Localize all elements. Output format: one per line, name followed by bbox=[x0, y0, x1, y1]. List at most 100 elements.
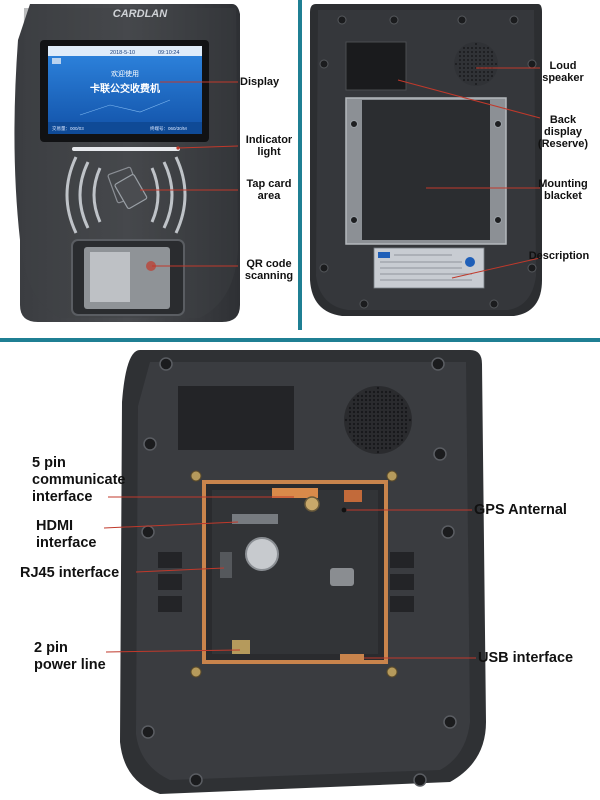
speaker-hole bbox=[475, 47, 477, 49]
indicator-callout-line1: Indicator bbox=[245, 134, 293, 146]
speaker-hole bbox=[372, 426, 376, 430]
speaker-hole bbox=[392, 414, 396, 418]
speaker-hole bbox=[479, 71, 481, 73]
speaker-hole bbox=[471, 71, 473, 73]
speaker-hole bbox=[376, 402, 380, 406]
speaker-hole bbox=[483, 51, 485, 53]
speaker-hole bbox=[384, 394, 388, 398]
speaker-hole bbox=[372, 438, 376, 442]
speaker-hole bbox=[491, 59, 493, 61]
speaker-hole bbox=[368, 406, 372, 410]
two-pin-line1: 2 pin bbox=[34, 640, 68, 656]
speaker-hole bbox=[487, 75, 489, 77]
speaker-hole bbox=[475, 43, 477, 45]
speaker-hole bbox=[360, 406, 364, 410]
speaker-hole bbox=[384, 402, 388, 406]
speaker-hole bbox=[364, 430, 368, 434]
two-pin-line2: power line bbox=[34, 657, 106, 673]
speaker-hole bbox=[487, 63, 489, 65]
speaker-hole bbox=[487, 55, 489, 57]
speaker-hole bbox=[344, 418, 348, 422]
speaker-hole bbox=[392, 406, 396, 410]
speaker-hole bbox=[392, 426, 396, 430]
speaker-hole bbox=[396, 398, 400, 402]
speaker-hole bbox=[380, 430, 384, 434]
speaker-hole bbox=[356, 442, 360, 446]
speaker-hole bbox=[364, 414, 368, 418]
speaker-hole bbox=[348, 430, 352, 434]
speaker-hole bbox=[463, 79, 465, 81]
speaker-hole bbox=[368, 398, 372, 402]
speaker-hole bbox=[463, 55, 465, 57]
speaker-hole bbox=[475, 71, 477, 73]
display-callout: Display bbox=[240, 76, 280, 88]
tap-callout-line1: Tap card bbox=[246, 178, 292, 190]
speaker-hole bbox=[376, 446, 380, 450]
speaker-hole bbox=[388, 394, 392, 398]
speaker-hole bbox=[376, 426, 380, 430]
speaker-hole bbox=[487, 79, 489, 81]
speaker-hole bbox=[364, 438, 368, 442]
speaker-hole bbox=[463, 47, 465, 49]
speaker-hole bbox=[491, 63, 493, 65]
speaker-hole bbox=[396, 406, 400, 410]
speaker-hole bbox=[376, 430, 380, 434]
speaker-hole bbox=[483, 47, 485, 49]
speaker-hole bbox=[396, 434, 400, 438]
speaker-hole bbox=[368, 390, 372, 394]
speaker-hole bbox=[491, 51, 493, 53]
power-connector bbox=[232, 640, 250, 654]
speaker-hole bbox=[372, 394, 376, 398]
speaker-hole bbox=[392, 402, 396, 406]
speaker-hole bbox=[483, 71, 485, 73]
speaker-hole bbox=[384, 430, 388, 434]
speaker-hole bbox=[360, 410, 364, 414]
speaker-hole bbox=[380, 406, 384, 410]
speaker-hole bbox=[491, 55, 493, 57]
hdmi-port bbox=[232, 514, 278, 524]
speaker-hole bbox=[388, 434, 392, 438]
speaker-hole bbox=[459, 71, 461, 73]
description-callout: Description bbox=[528, 250, 590, 262]
speaker-hole bbox=[388, 402, 392, 406]
speaker-hole bbox=[384, 446, 388, 450]
speaker-hole bbox=[396, 430, 400, 434]
speaker-hole bbox=[471, 51, 473, 53]
speaker-hole bbox=[495, 63, 497, 65]
speaker-hole bbox=[392, 434, 396, 438]
speaker-hole bbox=[356, 426, 360, 430]
speaker-hole bbox=[479, 59, 481, 61]
speaker-hole bbox=[467, 75, 469, 77]
speaker-hole bbox=[408, 418, 412, 422]
speaker-hole bbox=[487, 51, 489, 53]
speaker-hole bbox=[360, 394, 364, 398]
horizontal-divider bbox=[0, 338, 600, 342]
speaker-hole bbox=[376, 394, 380, 398]
speaker-hole bbox=[380, 410, 384, 414]
speaker-hole bbox=[376, 450, 380, 454]
speaker-hole bbox=[360, 422, 364, 426]
speaker-hole bbox=[372, 390, 376, 394]
speaker-hole bbox=[376, 418, 380, 422]
speaker-hole bbox=[455, 63, 457, 65]
speaker-hole bbox=[479, 51, 481, 53]
speaker-hole bbox=[400, 418, 404, 422]
speaker-hole bbox=[356, 430, 360, 434]
screen-left-info: 交易量：000/03 bbox=[52, 125, 84, 132]
speaker-hole bbox=[368, 430, 372, 434]
speaker-hole bbox=[376, 442, 380, 446]
speaker-hole bbox=[471, 59, 473, 61]
speaker-hole bbox=[380, 426, 384, 430]
speaker-hole bbox=[388, 390, 392, 394]
usb-callout: USB interface bbox=[478, 650, 574, 666]
hdmi-line2: interface bbox=[36, 535, 97, 551]
speaker-hole bbox=[372, 418, 376, 422]
speaker-hole bbox=[384, 434, 388, 438]
speaker-hole bbox=[471, 67, 473, 69]
speaker-callout-line2: speaker bbox=[542, 72, 584, 84]
hdmi-line1: HDMI bbox=[36, 518, 74, 534]
speaker-hole bbox=[463, 59, 465, 61]
tap-card-symbol bbox=[65, 156, 187, 234]
speaker-hole bbox=[400, 434, 404, 438]
speaker-hole bbox=[360, 414, 364, 418]
